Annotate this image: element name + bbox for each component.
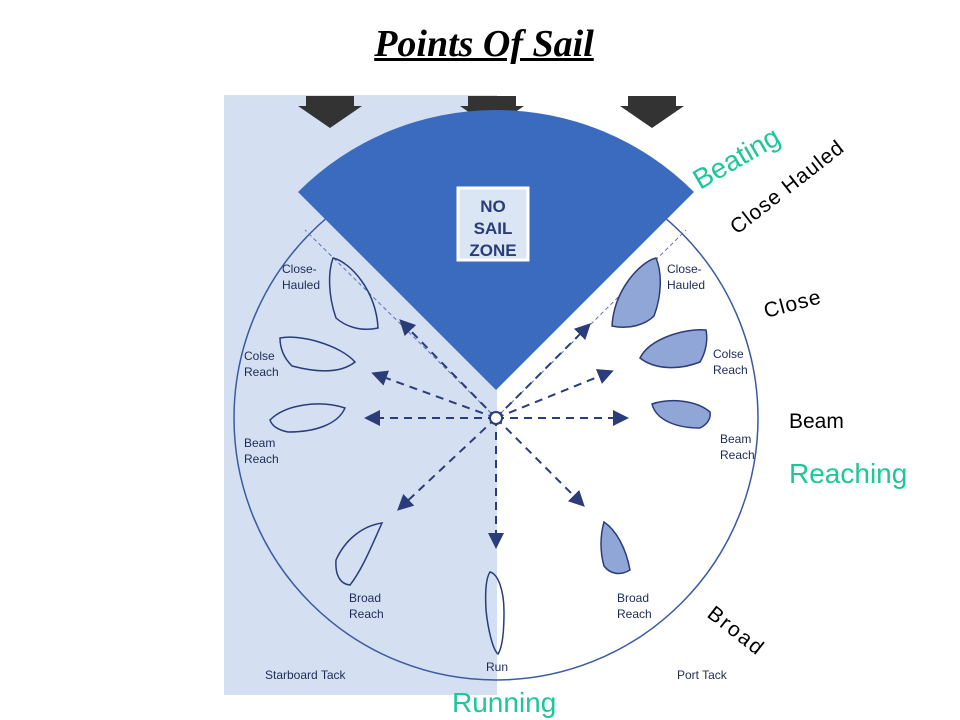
boat-icon <box>651 399 711 429</box>
boat-icon <box>279 336 357 372</box>
zone-label-line1: NO <box>480 197 506 216</box>
stb-close-reach-2: Reach <box>244 365 279 379</box>
starboard-boats <box>269 257 505 656</box>
boat-icon <box>484 571 505 656</box>
port-close-hauled-2: Hauled <box>667 278 705 292</box>
port-broad-reach-1: Broad <box>617 591 649 605</box>
boat-icon <box>639 329 708 369</box>
running-label: Running <box>452 687 557 718</box>
boat-icon <box>335 522 384 586</box>
boat-icon <box>269 403 347 433</box>
stb-close-reach-1: Colse <box>244 349 275 363</box>
beam-label: Beam <box>789 410 844 433</box>
port-close-reach-2: Reach <box>713 363 748 377</box>
port-beam-reach-1: Beam <box>720 432 751 446</box>
starboard-tack-label: Starboard Tack <box>265 668 346 682</box>
port-close-hauled-1: Close- <box>667 262 702 276</box>
boat-icon <box>328 257 379 330</box>
close-label: Close <box>761 285 824 322</box>
reaching-label: Reaching <box>789 458 908 489</box>
boat-icon <box>600 520 631 575</box>
zone-label-line3: ZONE <box>469 241 516 260</box>
zone-label-line2: SAIL <box>474 219 513 238</box>
port-beam-reach-2: Reach <box>720 448 755 462</box>
port-broad-reach-2: Reach <box>617 607 652 621</box>
course-arrows <box>364 319 629 549</box>
boat-icon <box>611 257 661 328</box>
port-boats <box>600 257 711 575</box>
port-tack-label: Port Tack <box>677 668 728 682</box>
stb-beam-reach-2: Reach <box>244 452 279 466</box>
wind-arrow-icon <box>620 96 684 128</box>
port-close-reach-1: Colse <box>713 347 744 361</box>
boat-center <box>489 411 503 425</box>
stb-close-hauled-1: Close- <box>282 262 317 276</box>
no-sail-zone-sign <box>456 186 530 262</box>
stb-broad-reach-2: Reach <box>349 607 384 621</box>
wind-arrow-icon <box>298 96 362 128</box>
stb-close-hauled-2: Hauled <box>282 278 320 292</box>
run-label: Run <box>486 660 508 674</box>
stb-beam-reach-1: Beam <box>244 436 275 450</box>
page-title: Points Of Sail <box>374 23 594 65</box>
stb-broad-reach-1: Broad <box>349 591 381 605</box>
